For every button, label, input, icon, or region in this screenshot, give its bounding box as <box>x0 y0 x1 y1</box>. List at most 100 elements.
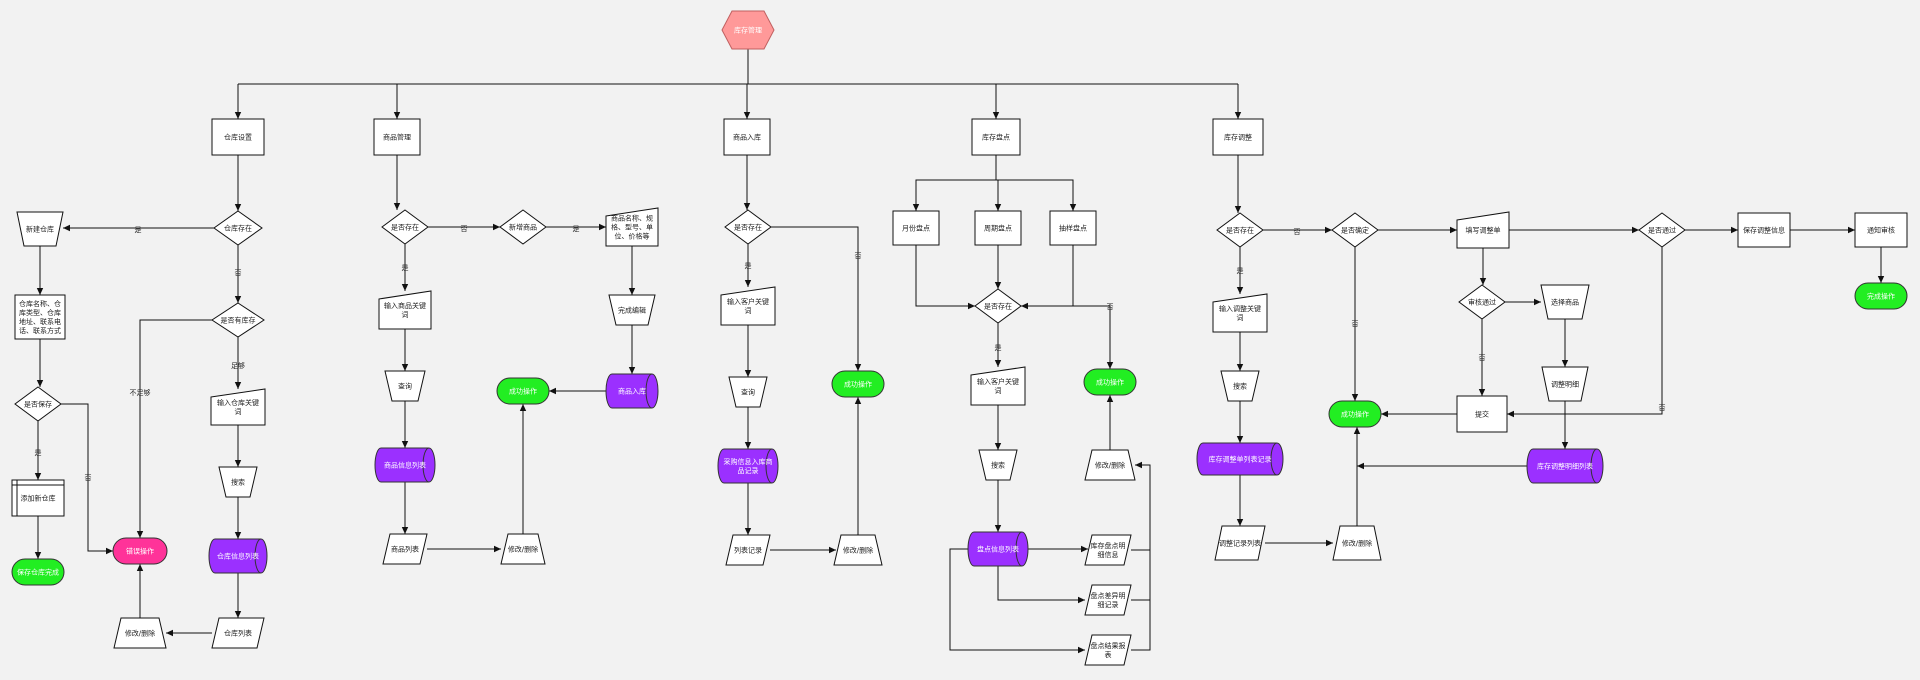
node-adj-save[interactable]: 保存调整信息 <box>1737 212 1791 248</box>
node-adj-detail[interactable]: 调整明细 <box>1541 366 1589 402</box>
node-adj-store[interactable]: 库存调整单列表记录 <box>1196 442 1284 476</box>
node-label: 是否通过 <box>1648 226 1676 235</box>
connector-label: 否 <box>235 269 242 277</box>
node-adj-store2[interactable]: 库存调整明细列表 <box>1526 448 1604 484</box>
connector-label: 否 <box>1294 228 1301 236</box>
connector-label: 不足够 <box>130 388 151 397</box>
node-label: 成功操作 <box>844 380 872 389</box>
node-label: 搜索 <box>991 461 1005 470</box>
node-has-stock[interactable]: 是否有库存 <box>211 302 265 338</box>
node-adj-confirm[interactable]: 是否确定 <box>1331 212 1379 248</box>
node-label: 是否确定 <box>1341 226 1369 235</box>
node-label: 修改/删除 <box>1342 539 1372 548</box>
node-label: 盘点结果报表 <box>1091 641 1126 659</box>
node-goods-inbound[interactable]: 商品入库 <box>723 118 771 156</box>
node-label: 提交 <box>1475 410 1489 419</box>
node-adj-list[interactable]: 调整记录列表 <box>1214 525 1266 561</box>
node-warehouse-setup[interactable]: 仓库设置 <box>211 118 265 156</box>
node-label: 是否存在 <box>984 302 1012 311</box>
nodes: 库存管理仓库设置商品管理商品入库库存盘点库存调整仓库存在新建仓库仓库名称、仓库类… <box>11 10 1908 666</box>
node-label: 修改/删除 <box>1095 461 1125 470</box>
node-done-op3[interactable]: 成功操作 <box>1083 368 1137 396</box>
node-count-a[interactable]: 月份盘点 <box>892 210 940 246</box>
node-cnt-kw[interactable]: 输入客户关键词 <box>970 366 1026 406</box>
node-inb-exist[interactable]: 是否存在 <box>724 209 772 245</box>
node-label: 调整明细 <box>1551 380 1579 389</box>
node-count-c[interactable]: 抽样盘点 <box>1049 210 1097 246</box>
node-cnt-exist[interactable]: 是否存在 <box>974 288 1022 324</box>
node-stock-count[interactable]: 库存盘点 <box>971 118 1021 156</box>
node-add-wh[interactable]: 添加新仓库 <box>11 479 65 517</box>
node-adj-notify[interactable]: 通知审核 <box>1854 212 1908 248</box>
node-search2[interactable]: 搜索 <box>978 449 1018 481</box>
node-adj-pass[interactable]: 是否通过 <box>1638 212 1686 248</box>
node-goods-list[interactable]: 商品列表 <box>382 533 428 565</box>
node-inb-store[interactable]: 采购信息入库商品记录 <box>717 448 779 484</box>
node-label: 保存调整信息 <box>1743 226 1785 235</box>
node-label: 月份盘点 <box>902 224 930 233</box>
node-inb-list[interactable]: 列表记录 <box>725 534 771 566</box>
node-goods-manage[interactable]: 商品管理 <box>373 118 421 156</box>
node-inb-kw[interactable]: 输入客户关键词 <box>720 286 776 326</box>
connector <box>771 226 862 371</box>
connector <box>1021 305 1114 369</box>
node-label: 采购信息入库商品记录 <box>724 457 773 475</box>
node-search3[interactable]: 搜索 <box>1220 370 1260 402</box>
node-cnt-store[interactable]: 盘点信息列表 <box>967 531 1029 567</box>
node-wh-fields[interactable]: 仓库名称、仓库类型、仓库地址、联系电话、联系方式 <box>14 294 66 340</box>
node-input-wh-kw[interactable]: 输入仓库关键词 <box>210 388 266 426</box>
node-save-ok[interactable]: 是否保存 <box>14 386 62 422</box>
node-cnt-edit[interactable]: 修改/删除 <box>1084 449 1136 481</box>
node-label: 盘点差异明细记录 <box>1091 591 1126 609</box>
node-goods-store[interactable]: 商品信息列表 <box>374 447 436 483</box>
node-wh-exist[interactable]: 仓库存在 <box>213 210 263 246</box>
node-done-op1[interactable]: 成功操作 <box>496 377 550 405</box>
node-done-op2[interactable]: 成功操作 <box>831 370 885 398</box>
node-adj-edit[interactable]: 修改/删除 <box>1332 525 1382 561</box>
node-inb-edit[interactable]: 修改/删除 <box>833 534 883 566</box>
node-label: 商品名称、规格、型号、单位、价格等 <box>611 214 653 241</box>
node-adj-submit[interactable]: 提交 <box>1456 395 1508 433</box>
node-adj-kw[interactable]: 输入调整关键词 <box>1212 293 1268 333</box>
node-count-b[interactable]: 周期盘点 <box>974 210 1022 246</box>
connector <box>1131 550 1151 651</box>
node-label: 仓库信息列表 <box>217 552 259 561</box>
node-label: 列表记录 <box>734 546 762 555</box>
node-label: 成功操作 <box>509 387 537 396</box>
connector-label: 足够 <box>231 361 245 370</box>
node-adj-audit[interactable]: 审核通过 <box>1458 284 1506 320</box>
node-cnt-opt1[interactable]: 库存盘点明细信息 <box>1084 534 1132 566</box>
node-new-goods[interactable]: 新增商品 <box>499 209 547 245</box>
node-cnt-opt3[interactable]: 盘点结果报表 <box>1084 634 1132 666</box>
node-label: 审核通过 <box>1468 298 1496 307</box>
node-wh-list[interactable]: 仓库列表 <box>211 617 265 649</box>
node-new-wh[interactable]: 新建仓库 <box>16 211 64 247</box>
node-query1[interactable]: 查询 <box>384 370 426 402</box>
node-wh-done[interactable]: 保存仓库完成 <box>11 558 65 586</box>
node-goods-kw[interactable]: 输入商品关键词 <box>378 290 432 330</box>
connector-label: 否 <box>1352 320 1359 328</box>
node-label: 库存管理 <box>734 26 762 35</box>
node-goods-fields[interactable]: 商品名称、规格、型号、单位、价格等 <box>605 207 659 247</box>
node-cnt-opt2[interactable]: 盘点差异明细记录 <box>1084 584 1132 616</box>
node-done-op4[interactable]: 成功操作 <box>1328 400 1382 428</box>
node-adj-exist[interactable]: 是否存在 <box>1216 212 1264 248</box>
node-label: 成功操作 <box>1341 410 1369 419</box>
node-label: 商品入库 <box>618 387 646 396</box>
node-goods-db[interactable]: 商品入库 <box>605 373 659 409</box>
node-query2[interactable]: 查询 <box>728 376 768 408</box>
node-wh-store[interactable]: 仓库信息列表 <box>208 538 268 574</box>
node-edit-del2[interactable]: 修改/删除 <box>500 533 546 565</box>
node-done-op5[interactable]: 完成操作 <box>1854 282 1908 310</box>
node-goods-exist[interactable]: 是否存在 <box>381 209 429 245</box>
node-adj-form[interactable]: 填写调整单 <box>1456 211 1510 249</box>
node-save-goods[interactable]: 完成编辑 <box>608 294 656 326</box>
node-error-op[interactable]: 错误操作 <box>112 537 168 565</box>
node-adj-select[interactable]: 选择商品 <box>1540 284 1590 320</box>
node-stock-transfer[interactable]: 库存调整 <box>1212 118 1264 156</box>
node-search1[interactable]: 搜索 <box>218 466 258 498</box>
node-start[interactable]: 库存管理 <box>721 10 775 50</box>
node-label: 查询 <box>741 388 755 397</box>
node-edit-delete1[interactable]: 修改/删除 <box>113 617 167 649</box>
